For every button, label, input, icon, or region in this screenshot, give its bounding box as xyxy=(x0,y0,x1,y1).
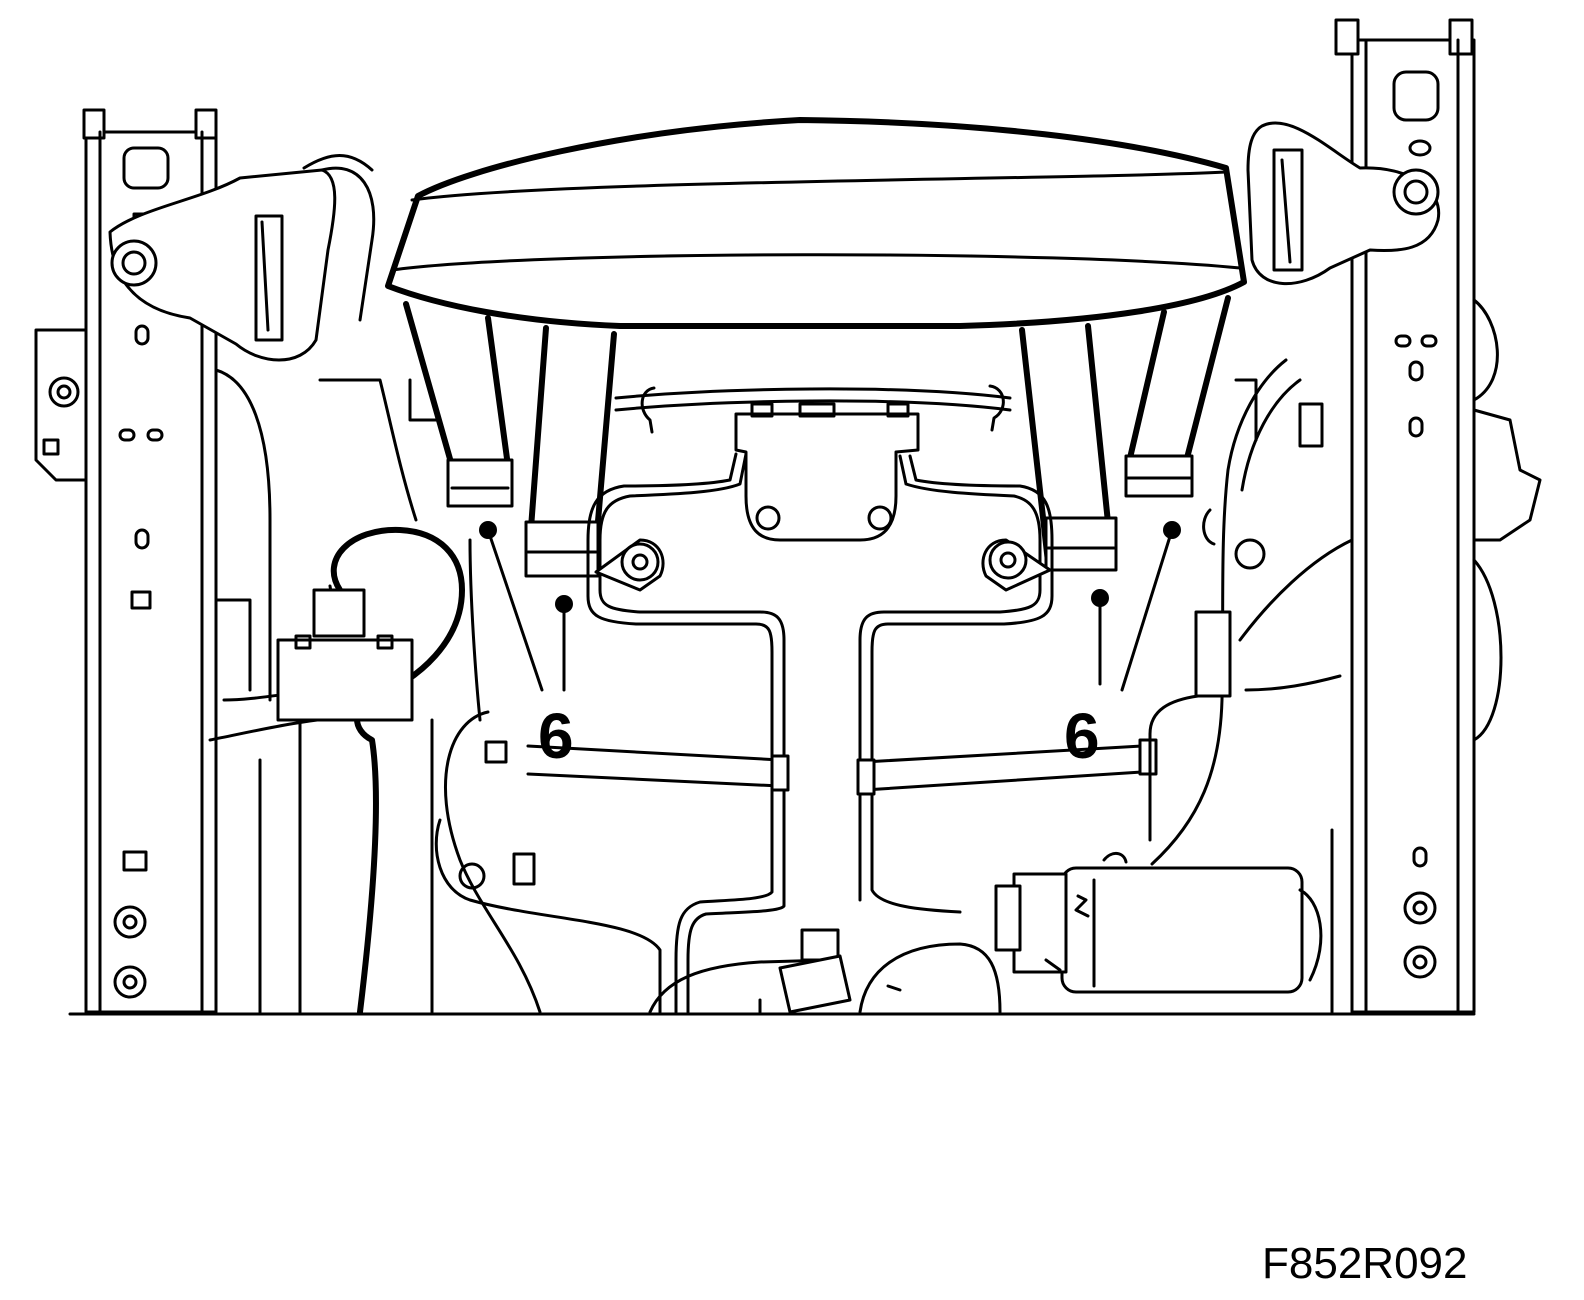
callout-6-left: 6 xyxy=(479,521,574,772)
right-wiring-harness xyxy=(1102,358,1324,866)
cross-rod xyxy=(614,384,1012,434)
callout-label-left: 6 xyxy=(538,700,574,772)
headrest-cushion xyxy=(385,117,1247,329)
left-wiring-harness xyxy=(208,526,662,1015)
callout-label-right: 6 xyxy=(1064,700,1100,772)
left-outer-bracket xyxy=(34,328,88,482)
seat-motor xyxy=(994,866,1323,994)
lower-strap-left xyxy=(526,744,790,792)
inner-frame-right xyxy=(1234,378,1354,1014)
left-hinge-plate xyxy=(108,154,376,362)
mount-tab-right xyxy=(981,538,1052,592)
right-hinge-plate xyxy=(1246,121,1441,286)
right-strap-outer xyxy=(1124,295,1231,498)
left-strap-outer xyxy=(403,301,514,508)
callout-6-right: 6 xyxy=(1064,521,1181,772)
mount-tab-left xyxy=(594,538,665,592)
right-outer-bracket xyxy=(1472,298,1542,742)
lower-mechanism xyxy=(648,928,1002,1014)
left-strap-inner xyxy=(524,325,617,578)
inner-frame-left xyxy=(214,368,442,1014)
figure-code: F852R092 xyxy=(1262,1239,1467,1288)
lower-strap-right xyxy=(856,738,1158,796)
seat-frame-tube xyxy=(586,452,1054,1014)
center-mounting-plate xyxy=(734,402,920,542)
right-strap-inner xyxy=(1019,323,1118,572)
